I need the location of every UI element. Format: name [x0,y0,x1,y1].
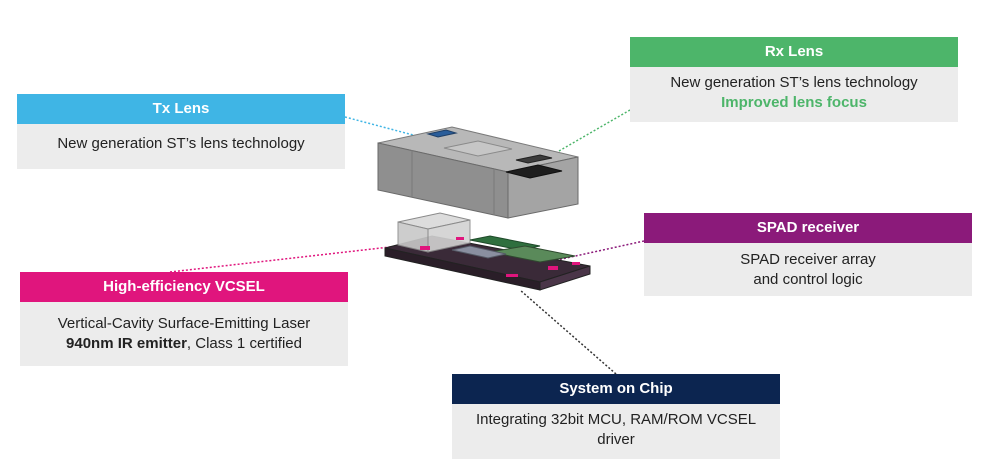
vcsel-certification: , Class 1 certified [186,335,302,352]
rx-lens-title: Rx Lens [630,37,958,67]
rx-leader-line [539,109,631,163]
soc-description: Integrating 32bit MCU, RAM/ROM VCSEL dri… [452,404,780,459]
soc-callout: System on Chip Integrating 32bit MCU, RA… [452,374,780,459]
tx-lens-line1: New generation ST’s lens technology [57,135,305,152]
rx-lens-callout: Rx Lens New generation ST’s lens technol… [630,37,958,122]
vcsel-emitter-spec: 940nm IR emitter [66,335,187,352]
spad-receiver-description: SPAD receiver array and control logic [644,243,972,296]
tx-lens-title: Tx Lens [17,94,345,124]
vcsel-leader-line [169,242,426,273]
spad-receiver-line2: and control logic [753,271,863,288]
soc-leader-line [519,289,617,375]
tx-lens-callout: Tx Lens New generation ST’s lens technol… [17,94,345,169]
rx-lens-highlight: Improved lens focus [721,94,867,111]
vcsel-line2: 940nm IR emitter, Class 1 certified [20,334,348,354]
chip-board [384,212,591,291]
rx-lens-description: New generation ST’s lens technology Impr… [630,67,958,122]
vcsel-title: High-efficiency VCSEL [20,272,348,302]
soc-title: System on Chip [452,374,780,404]
vcsel-line1: Vertical-Cavity Surface-Emitting Laser [57,315,311,332]
tx-leader-line [344,116,433,141]
spad-receiver-title: SPAD receiver [644,213,972,243]
lens-cover [377,126,579,219]
tx-lens-description: New generation ST’s lens technology [17,124,345,169]
rx-lens-line1: New generation ST’s lens technology [670,74,918,91]
vcsel-callout: High-efficiency VCSEL Vertical-Cavity Su… [20,272,348,366]
spad-leader-line [547,240,645,263]
spad-receiver-line1: SPAD receiver array [740,251,876,268]
vcsel-description: Vertical-Cavity Surface-Emitting Laser 9… [20,302,348,366]
spad-receiver-callout: SPAD receiver SPAD receiver array and co… [644,213,972,296]
soc-line1: Integrating 32bit MCU, RAM/ROM VCSEL [475,411,757,428]
soc-line2: driver [597,431,635,448]
